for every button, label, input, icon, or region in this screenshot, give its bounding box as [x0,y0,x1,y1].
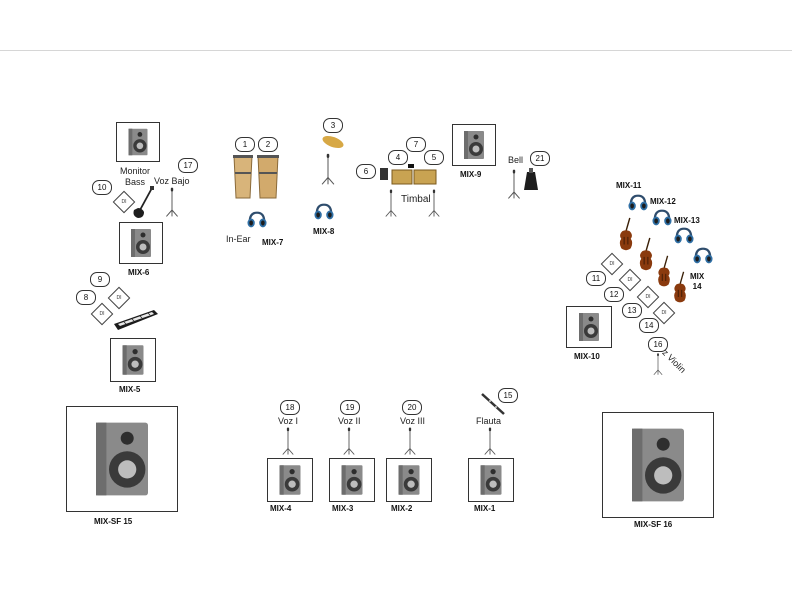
channel-2: 2 [258,137,278,152]
voz-bajo-label: Voz Bajo [154,176,190,186]
mix6-speaker [119,222,163,264]
channel-19: 19 [340,400,360,415]
speaker-icon [268,459,312,501]
mix1-label: MIX-1 [474,504,496,513]
congas-icon [233,155,279,199]
violin-icon [636,236,656,274]
mic-stand-icon [504,168,524,200]
mic-stand-icon [382,188,400,218]
speaker-icon [117,123,159,161]
channel-13: 13 [622,303,642,318]
monitor-bass-speaker [116,122,160,162]
mic-stand-icon [400,426,420,456]
speaker-icon [111,339,155,381]
monitor-bass-label: Monitor Bass [120,166,151,187]
mix3-speaker [329,458,375,502]
channel-5: 5 [424,150,444,165]
channel-10: 10 [92,180,112,195]
channel-15: 15 [498,388,518,403]
headphones-icon [651,208,673,228]
mix1-speaker [468,458,514,502]
headphones-icon [246,210,268,230]
channel-17: 17 [178,158,198,173]
channel-8: 8 [76,290,96,305]
channel-16: 16 [648,337,668,352]
channel-14: 14 [639,318,659,333]
headphones-icon [673,226,695,246]
speaker-icon [469,459,513,501]
mic-stand-icon [339,426,359,456]
violin-icon [616,216,636,254]
voz1-label: Voz I [278,416,299,426]
mix14-label: MIX 14 [690,272,705,291]
mix9-speaker [452,124,496,166]
speaker-icon [453,125,495,165]
channel-1: 1 [235,137,255,152]
header-divider [0,50,792,51]
di-box-8: DI [90,302,114,326]
mix10-label: MIX-10 [574,352,600,361]
channel-7: 7 [406,137,426,152]
flauta-label: Flauta [476,416,502,426]
mixsf16-speaker [602,412,714,518]
headphones-icon [313,202,335,222]
channel-18: 18 [280,400,300,415]
cowbell-icon [524,168,538,190]
channel-9: 9 [90,272,110,287]
mix8-label: MIX-8 [313,227,335,236]
mix3-label: MIX-3 [332,504,354,513]
bell-label: Bell [508,155,524,165]
mic-stand-icon [425,188,443,218]
timbales-icon [380,164,437,185]
mic-stand-icon [278,426,298,456]
mix10-speaker [566,306,612,348]
channel-11: 11 [586,271,606,286]
headphones-icon [627,193,649,213]
flute-icon [481,393,505,415]
mixsf15-speaker [66,406,178,512]
mix7-label: MIX-7 [262,238,284,247]
speaker-icon [120,223,162,263]
channel-4: 4 [388,150,408,165]
mix6-label: MIX-6 [128,268,150,277]
speaker-icon [603,413,713,517]
violin-icon [670,270,690,306]
channel-3: 3 [323,118,343,133]
speaker-icon [67,407,177,511]
channel-6: 6 [356,164,376,179]
keyboard-icon [114,310,158,330]
mix4-speaker [267,458,313,502]
in-ear-label: In-Ear [226,234,251,244]
mic-stand-icon [318,152,338,186]
mix5-label: MIX-5 [119,385,141,394]
mixsf16-label: MIX-SF 16 [634,520,673,529]
mic-stand-icon [162,186,182,218]
speaker-icon [387,459,431,501]
bass-guitar-icon [133,186,154,218]
speaker-icon [330,459,374,501]
channel-20: 20 [402,400,422,415]
mix12-label: MIX-12 [650,197,676,206]
voz2-label: Voz II [338,416,361,426]
headphones-icon [692,246,714,266]
mix4-label: MIX-4 [270,504,292,513]
mic-stand-icon [480,426,500,456]
mix2-label: MIX-2 [391,504,413,513]
channel-12: 12 [604,287,624,302]
speaker-icon [567,307,611,347]
channel-21: 21 [530,151,550,166]
mixsf15-label: MIX-SF 15 [94,517,133,526]
mix5-speaker [110,338,156,382]
mix13-label: MIX-13 [674,216,700,225]
timbal-label: Timbal [401,194,431,205]
mic-stand-icon [648,352,668,376]
guiro-icon [322,135,344,149]
mix11-label: MIX-11 [616,181,642,190]
di-box-11: DI [600,252,624,276]
voz3-label: Voz III [400,416,426,426]
mix9-label: MIX-9 [460,170,482,179]
mix2-speaker [386,458,432,502]
